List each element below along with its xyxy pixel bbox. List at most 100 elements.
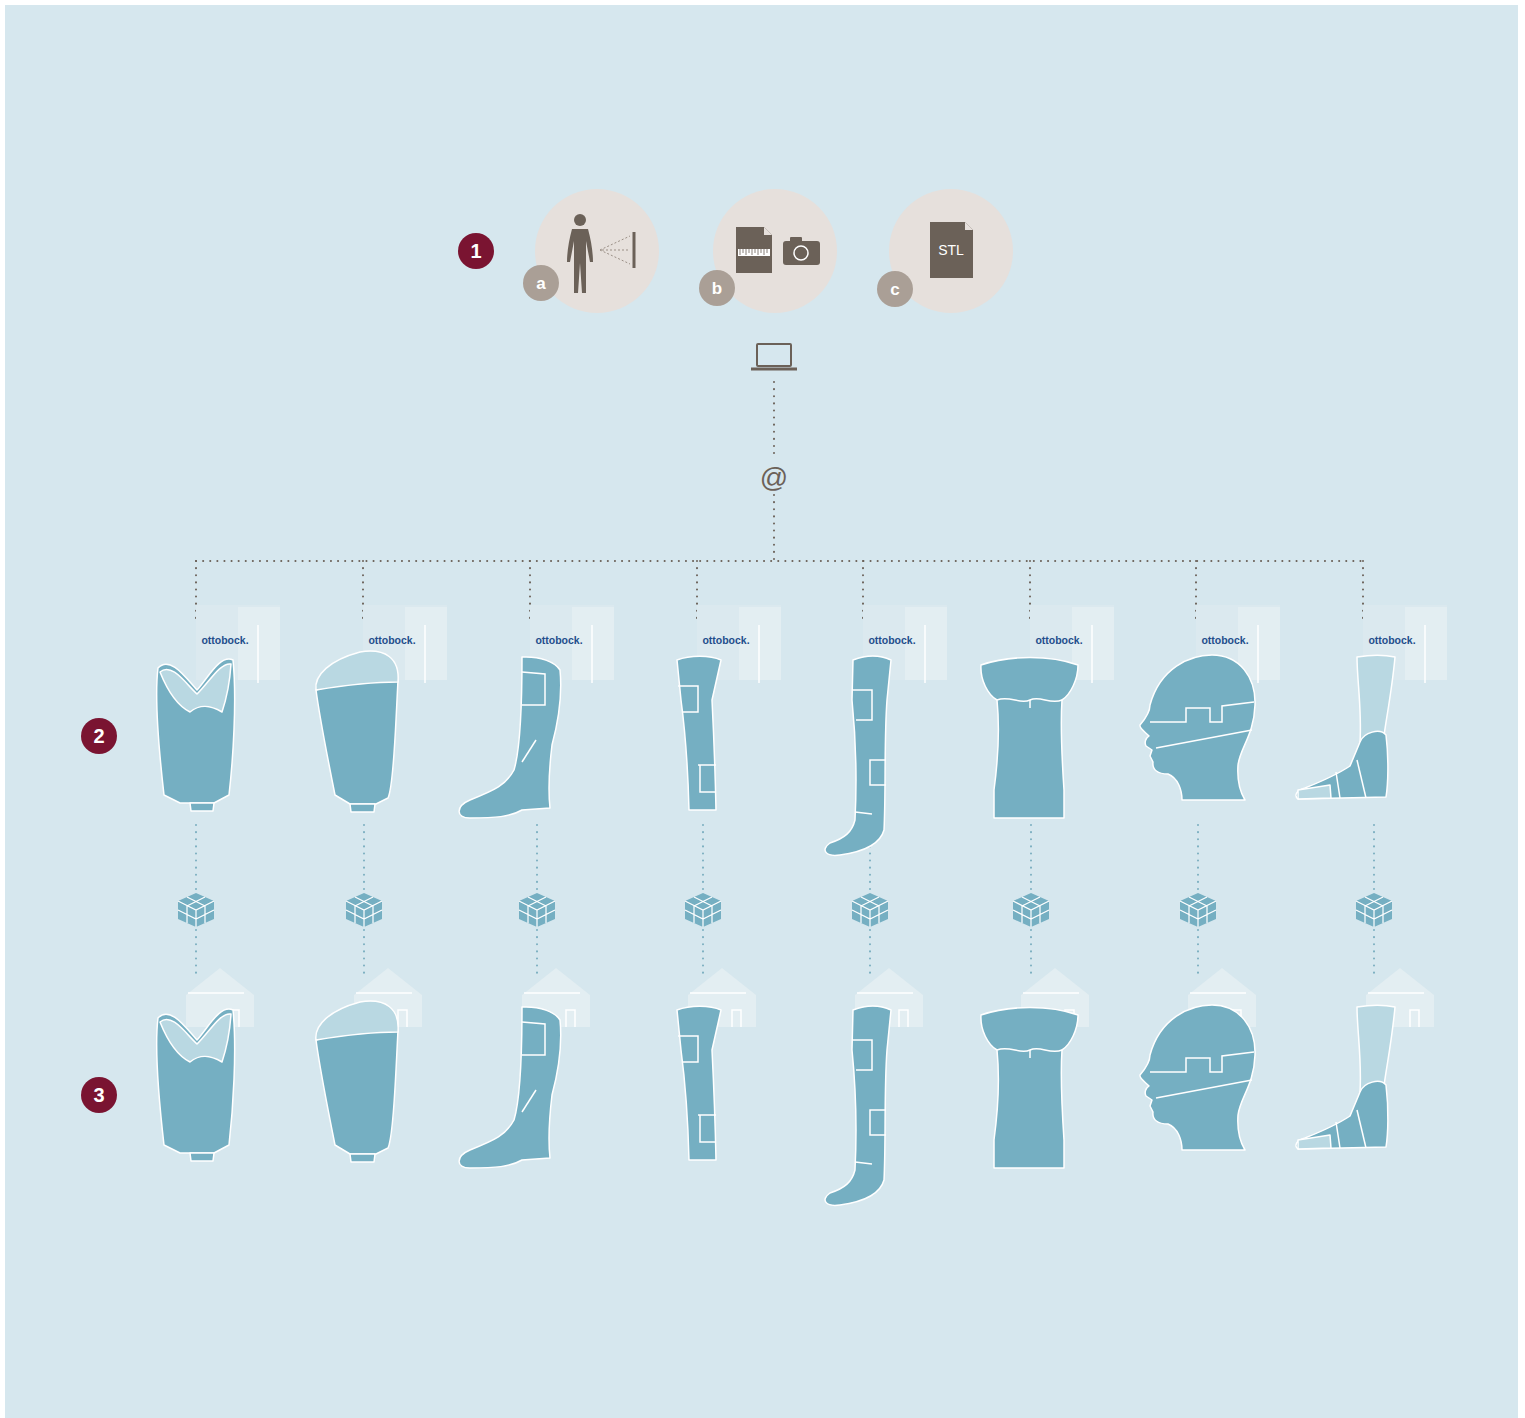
camera-icon	[783, 241, 820, 265]
delivery-line	[1197, 825, 1199, 890]
document-corner	[764, 227, 772, 235]
data-line	[773, 382, 775, 458]
building-line	[1257, 625, 1259, 683]
node-shape	[713, 189, 837, 313]
document-icon	[736, 227, 772, 273]
prosthetic-socket	[316, 680, 398, 804]
socket-adapter	[350, 1154, 375, 1162]
cranial-orthosis	[1140, 655, 1255, 800]
package-icon	[852, 893, 888, 927]
foot-orthosis	[1296, 1081, 1388, 1149]
house-door	[230, 1010, 239, 1027]
foot-orthosis	[1296, 731, 1388, 799]
camera-lens	[794, 246, 808, 260]
ankle-foot-orthosis	[459, 1007, 561, 1168]
data-line	[773, 495, 775, 561]
building-line	[924, 625, 926, 683]
leg-orthosis	[825, 656, 891, 855]
strap-line	[1357, 1110, 1366, 1148]
delivery-line	[363, 930, 365, 975]
package-lines	[346, 897, 382, 927]
option-badge	[699, 270, 735, 306]
ruler-icon	[738, 249, 770, 256]
leg-orthosis	[825, 1006, 891, 1205]
option-letter: c	[890, 281, 899, 298]
delivery-line	[195, 825, 197, 890]
package-lines	[519, 897, 555, 927]
leg-outline	[1357, 656, 1395, 743]
data-line	[196, 560, 1363, 562]
socket-brim	[160, 664, 231, 712]
house-icon	[688, 968, 756, 1027]
manufacturing-site: ottobock.	[1196, 605, 1282, 683]
option-letter: a	[536, 275, 545, 292]
knee-orthosis	[677, 656, 721, 810]
strap-line	[522, 672, 545, 705]
product-row	[157, 651, 1395, 855]
strap-line	[997, 699, 1062, 702]
cranial-orthosis	[1140, 1005, 1255, 1150]
house-line	[356, 992, 412, 994]
building-line	[1091, 625, 1093, 683]
strap-line	[678, 686, 698, 712]
house-line	[1190, 992, 1246, 994]
brand-name: ottobock.	[1201, 635, 1248, 646]
brand-name: ottobock.	[201, 635, 248, 646]
foot-plate	[1298, 1135, 1331, 1149]
package-lines	[1013, 897, 1049, 927]
ankle-foot-orthosis	[459, 657, 561, 818]
strap-line	[997, 1049, 1062, 1052]
package-lines	[178, 897, 214, 927]
house-line	[1368, 992, 1424, 994]
socket-brim	[316, 651, 398, 690]
building-backdrop	[1363, 605, 1447, 680]
building-backdrop	[697, 605, 781, 680]
delivery-line	[1197, 930, 1199, 975]
person-silhouette	[567, 229, 593, 293]
delivery-line	[1373, 930, 1375, 975]
package-lines	[852, 897, 888, 927]
house-door	[1065, 1010, 1074, 1027]
input-option: STLc	[889, 189, 1013, 313]
strap-line	[698, 765, 716, 792]
strap-line	[853, 1040, 872, 1070]
socket-brim	[316, 1001, 398, 1040]
house-icon	[354, 968, 422, 1027]
option-badge	[523, 265, 559, 301]
strap-line	[855, 812, 872, 814]
building-line	[591, 625, 593, 683]
prosthetic-socket	[157, 659, 235, 803]
callout-number: 2	[93, 726, 104, 746]
prosthetic-socket	[316, 1030, 398, 1154]
building-backdrop	[863, 605, 947, 680]
delivery-line	[195, 930, 197, 975]
house-door	[899, 1010, 908, 1027]
scanner-icon	[633, 232, 636, 268]
strap-line	[853, 690, 872, 720]
strap-line	[1336, 1122, 1340, 1148]
house-line	[524, 992, 580, 994]
background-panel	[5, 5, 1518, 1418]
leg-outline	[1357, 1006, 1395, 1093]
manufacturing-site: ottobock.	[1363, 605, 1449, 683]
spinal-orthosis	[981, 1008, 1078, 1169]
package-icon	[519, 893, 555, 927]
delivery-line	[1373, 825, 1375, 890]
strap-line	[1029, 700, 1031, 708]
ruler-ticks	[740, 249, 767, 255]
building-line	[758, 625, 760, 683]
house-door	[732, 1010, 741, 1027]
package-icon	[1356, 893, 1392, 927]
building-line	[1424, 625, 1426, 683]
delivery-line	[869, 825, 871, 890]
strap-line	[522, 740, 536, 762]
callout-circle	[458, 233, 494, 269]
foot-plate	[1298, 785, 1331, 799]
delivery-line	[702, 825, 704, 890]
house-line	[188, 992, 244, 994]
brand-name: ottobock.	[368, 635, 415, 646]
callout-number: 1	[470, 241, 481, 261]
strap-line	[1150, 702, 1254, 722]
